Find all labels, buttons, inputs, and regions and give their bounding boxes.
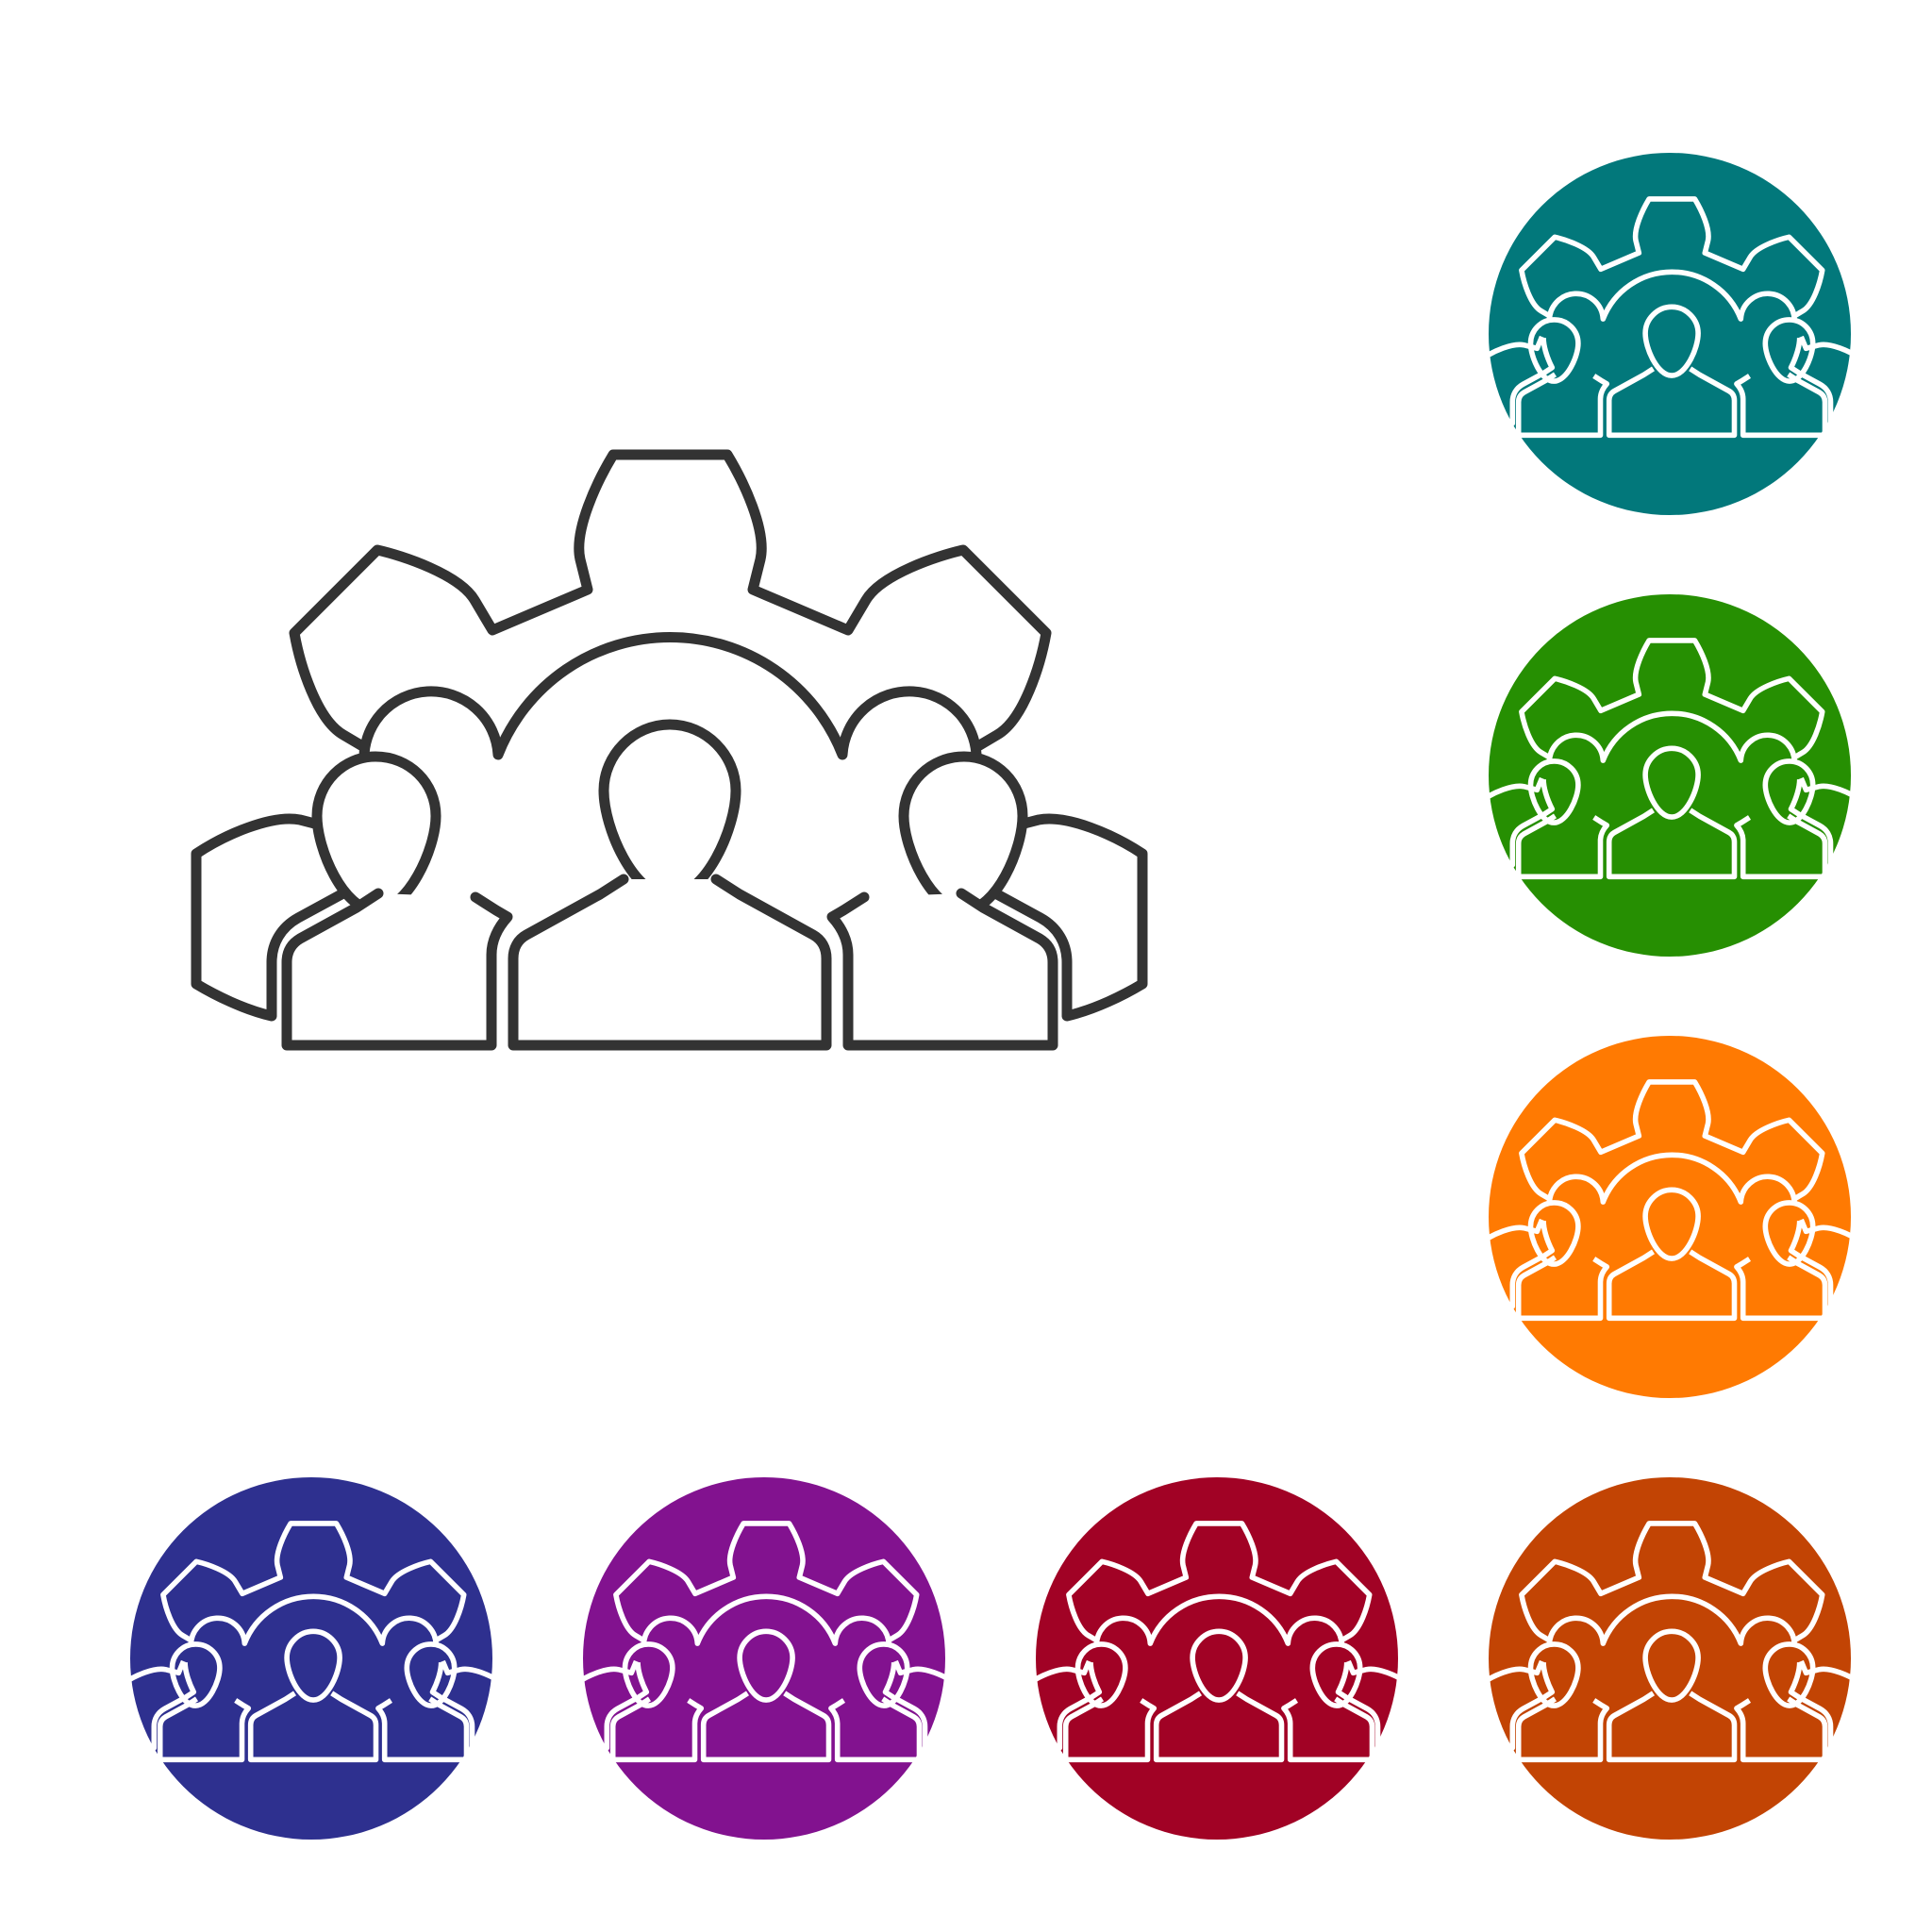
team-gear-icon bbox=[130, 1477, 492, 1840]
team-gear-icon bbox=[1489, 1477, 1851, 1840]
teal-badge[interactable] bbox=[1489, 153, 1851, 515]
crimson-badge[interactable] bbox=[1036, 1477, 1398, 1840]
green-badge[interactable] bbox=[1489, 594, 1851, 957]
team-gear-icon bbox=[1036, 1477, 1398, 1840]
navy-badge[interactable] bbox=[130, 1477, 492, 1840]
rust-badge[interactable] bbox=[1489, 1477, 1851, 1840]
team-gear-icon bbox=[1489, 153, 1851, 515]
team-gear-icon bbox=[1489, 594, 1851, 957]
team-gear-icon bbox=[1489, 1036, 1851, 1398]
team-gear-icon bbox=[583, 1477, 945, 1840]
purple-badge[interactable] bbox=[583, 1477, 945, 1840]
orange-badge[interactable] bbox=[1489, 1036, 1851, 1398]
